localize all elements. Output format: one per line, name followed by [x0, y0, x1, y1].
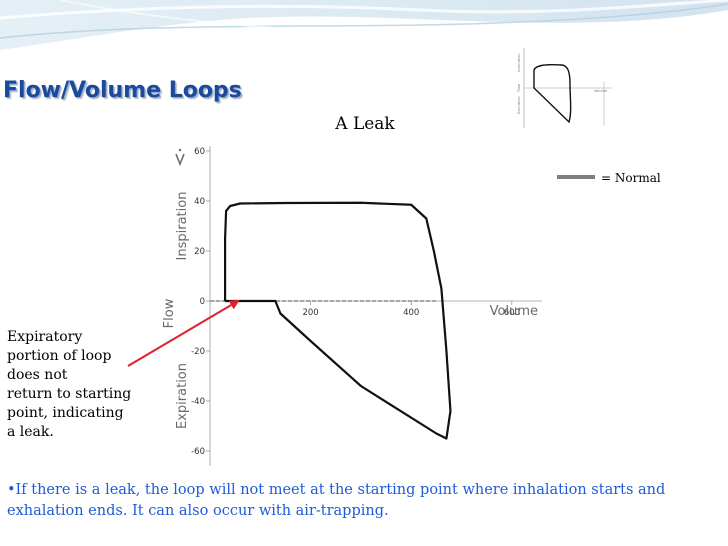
y-tick-label: 20 — [194, 247, 205, 257]
v-dot-icon — [175, 148, 185, 167]
header-swoosh-decoration — [0, 0, 728, 50]
annotation-line: return to starting — [7, 386, 132, 402]
annotation-line: a leak. — [7, 424, 54, 440]
x-axis-label: Volume — [490, 304, 538, 319]
thumb-label-flow: Flow — [517, 84, 521, 92]
y-axis-label-inspiration: Inspiration — [175, 192, 190, 261]
bullet-line: •If there is a leak, the loop will not m… — [7, 482, 666, 498]
series-leak-loop — [223, 201, 452, 440]
thumb-label-expiration: Expiration — [517, 96, 521, 114]
y-axis-label-expiration: Expiration — [175, 363, 190, 429]
y-tick-label: 0 — [200, 297, 205, 307]
bullet-line: exhalation ends. It can also occur with … — [7, 503, 389, 519]
legend-normal-swatch — [557, 175, 595, 179]
bullet-text: •If there is a leak, the loop will not m… — [7, 480, 722, 522]
annotation-line: does not — [7, 367, 68, 383]
slide-title: Flow/Volume Loops — [3, 78, 242, 103]
annotation-line: point, indicating — [7, 405, 124, 421]
y-tick-label: 60 — [194, 147, 205, 157]
x-tick-label: 400 — [403, 308, 419, 318]
y-tick-label: -20 — [191, 347, 205, 357]
y-tick-label: -60 — [191, 447, 205, 457]
annotation-line: portion of loop — [7, 348, 112, 364]
y-tick-label: -40 — [191, 397, 205, 407]
y-axis-label-flow: Flow — [162, 298, 177, 328]
leak-annotation: Expiratory portion of loop does not retu… — [7, 328, 147, 442]
x-tick-label: 600 — [504, 308, 520, 318]
thumb-label-volume: Volume — [594, 89, 607, 93]
legend-normal-label: = Normal — [601, 171, 661, 185]
chart-background — [160, 140, 545, 470]
x-tick-label: 200 — [302, 308, 318, 318]
normal-loop-thumbnail-icon: Inspiration Flow Expiration Volume — [517, 48, 612, 128]
v-dot-point — [178, 148, 182, 152]
y-tick-label: 40 — [194, 197, 205, 207]
chart-title: A Leak — [335, 114, 395, 134]
annotation-line: Expiratory — [7, 329, 83, 345]
v-dot-stroke — [175, 153, 185, 167]
legend: = Normal — [555, 170, 715, 190]
thumb-label-inspiration: Inspiration — [517, 53, 521, 72]
